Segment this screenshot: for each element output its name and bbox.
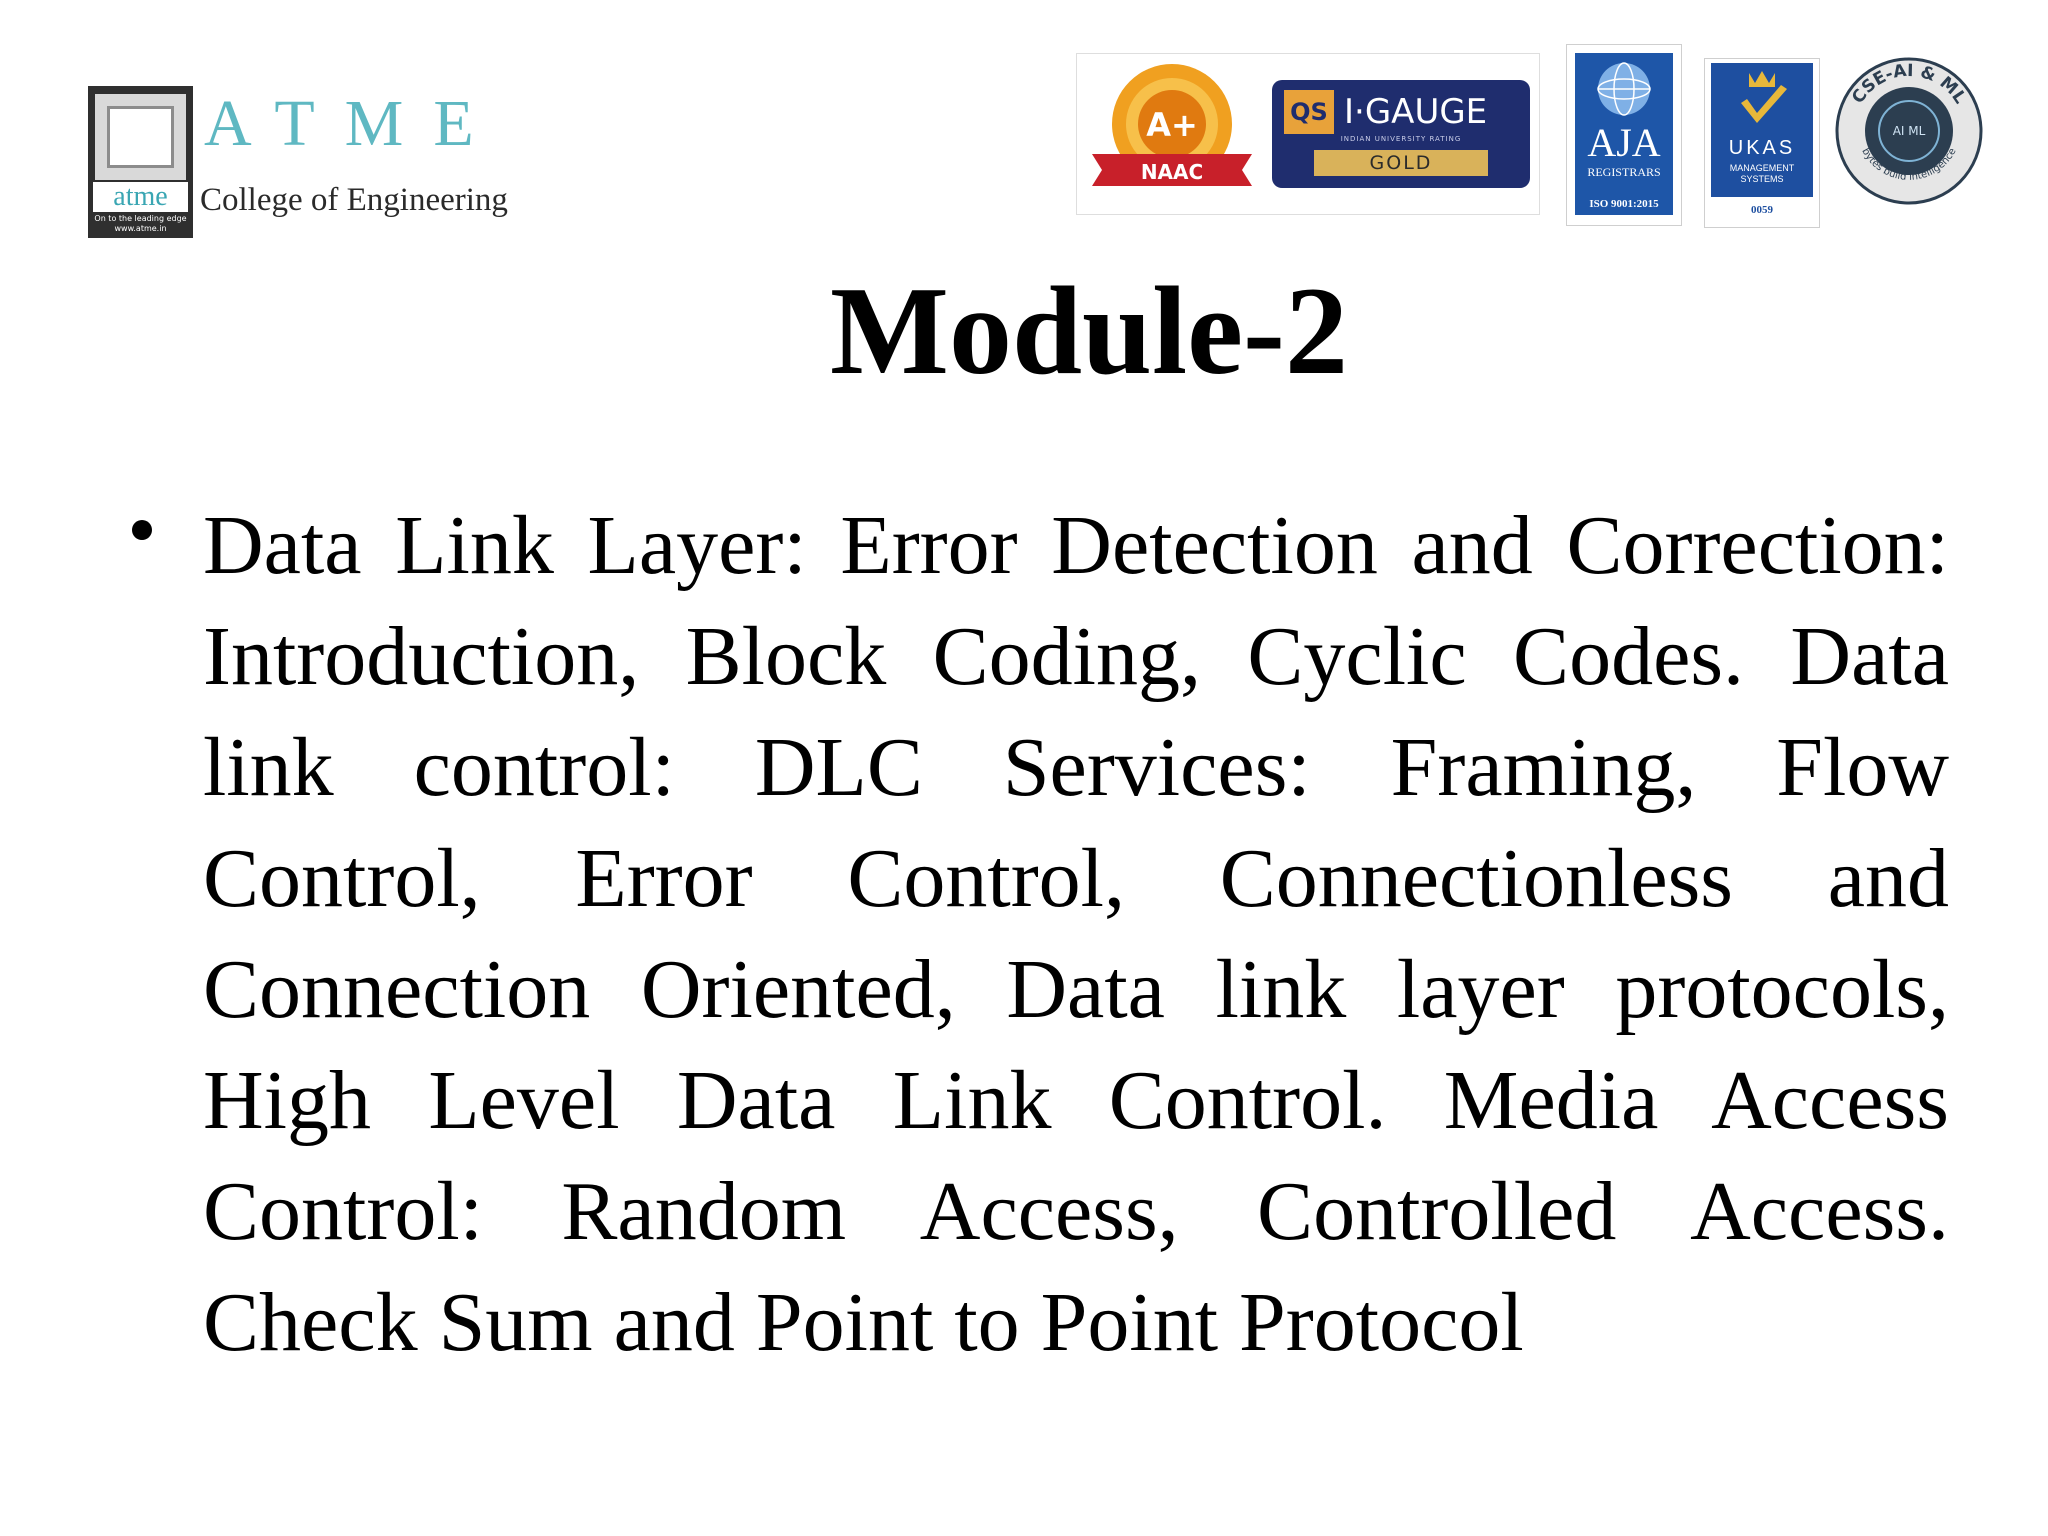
emblem-word: atme (93, 182, 188, 212)
slide-title: Module-2 (830, 262, 1348, 401)
globe-icon (1597, 62, 1651, 116)
aja-panel: AJA REGISTRARS ISO 9001:2015 (1575, 53, 1673, 215)
naac-grade: A+ (1146, 106, 1198, 144)
cse-aiml-badge-icon: CSE-AI & ML bytes build intelligence AI … (1835, 57, 1983, 205)
ukas-line-1: MANAGEMENT (1729, 163, 1795, 173)
emblem-tagline-text: On to the leading edge (94, 214, 187, 223)
aja-registrars: REGISTRARS (1587, 165, 1661, 179)
bullet-dot-icon (132, 520, 152, 540)
ukas-number: 0059 (1751, 204, 1773, 216)
igauge-header: QS I·GAUGE (1284, 90, 1518, 134)
college-name: ATME (204, 87, 504, 160)
ukas-badge: UKAS MANAGEMENT SYSTEMS 0059 (1704, 58, 1820, 228)
aja-letters: AJA (1587, 120, 1661, 165)
naac-label: NAAC (1141, 160, 1203, 184)
emblem-frame-inner (107, 106, 174, 168)
aja-iso-number: ISO 9001:2015 (1589, 198, 1659, 210)
naac-badge-icon: A+ NAAC (1092, 64, 1252, 186)
igauge-badge: QS I·GAUGE INDIAN UNIVERSITY RATING GOLD (1272, 80, 1530, 188)
igauge-small-text: INDIAN UNIVERSITY RATING (1340, 135, 1462, 143)
ukas-name: UKAS (1728, 137, 1796, 159)
emblem-frame (95, 94, 186, 180)
emblem-tagline: On to the leading edge www.atme.in (88, 214, 193, 234)
crown-check-icon (1741, 71, 1787, 123)
cse-center-text: AI ML (1893, 124, 1926, 138)
emblem-url-text: www.atme.in (114, 224, 167, 233)
bullet-text: Data Link Layer: Error Detection and Cor… (203, 499, 1949, 1369)
ukas-management: MANAGEMENT SYSTEMS (1711, 163, 1813, 185)
atme-college-logo: atme On to the leading edge www.atme.in … (88, 86, 553, 238)
atme-emblem-icon: atme On to the leading edge www.atme.in (88, 86, 193, 238)
qs-mark: QS (1284, 90, 1334, 134)
igauge-name: I·GAUGE (1344, 92, 1488, 132)
ukas-line-2: SYSTEMS (1740, 174, 1784, 184)
igauge-tier: GOLD (1314, 150, 1488, 176)
aja-badge: AJA REGISTRARS ISO 9001:2015 (1566, 44, 1682, 226)
ukas-panel: UKAS MANAGEMENT SYSTEMS (1711, 63, 1813, 197)
college-subtitle: College of Engineering (200, 182, 508, 218)
